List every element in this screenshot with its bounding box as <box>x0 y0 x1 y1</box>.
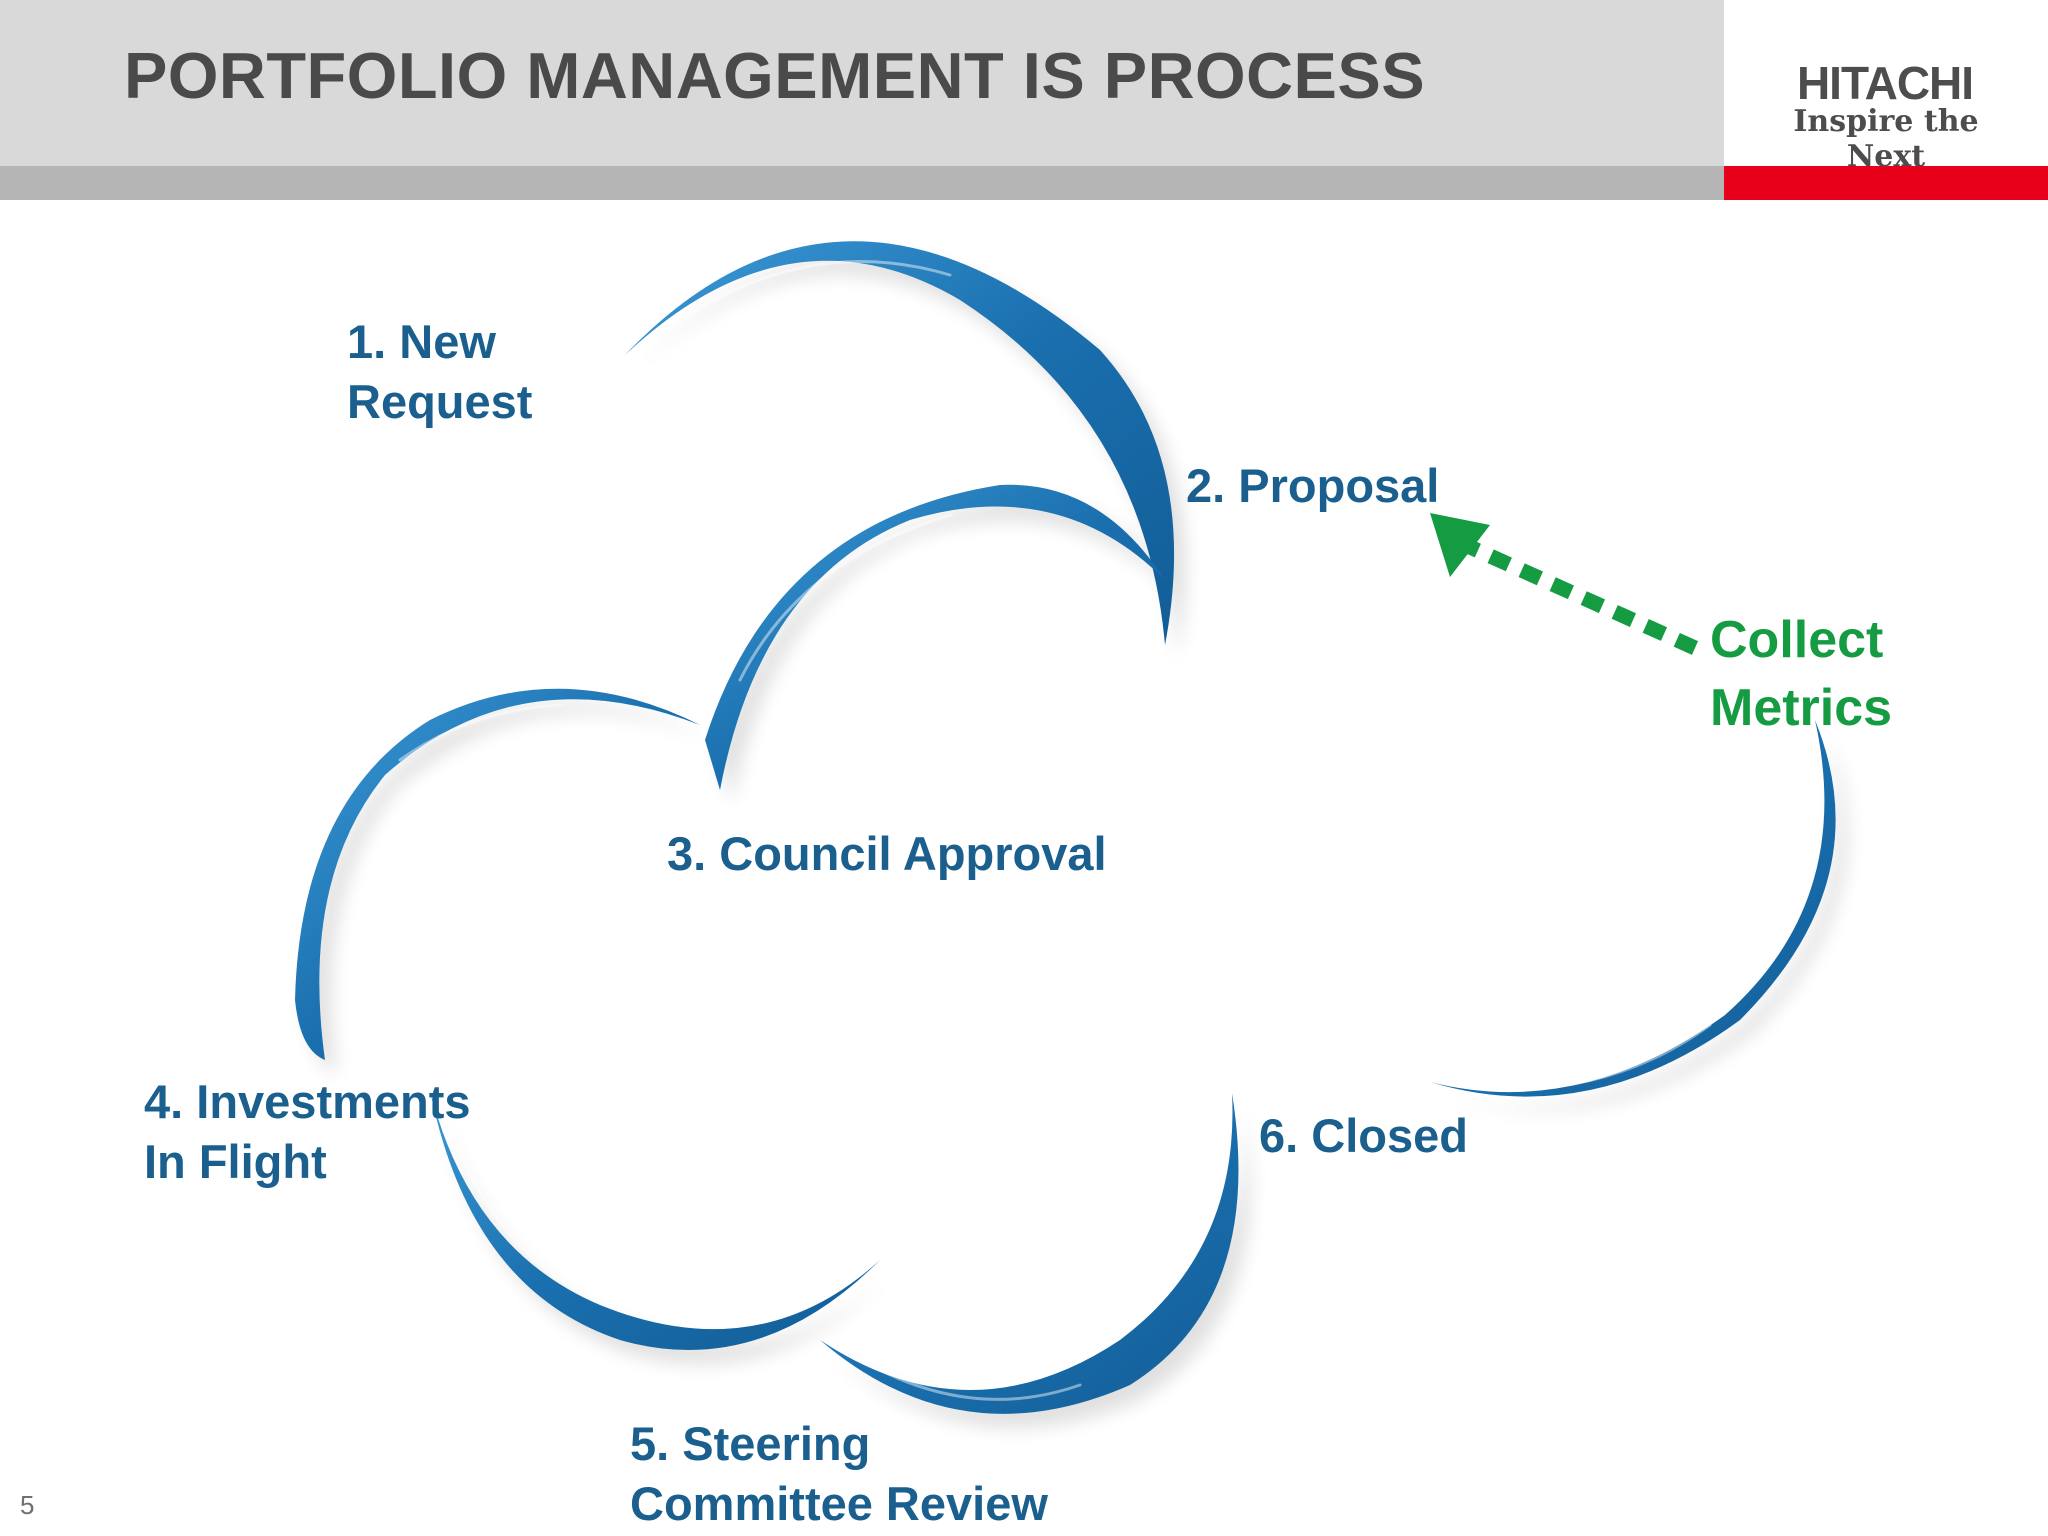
hitachi-logo: HITACHI <box>1796 57 1974 109</box>
logo-accent-bar <box>1724 166 2048 200</box>
arc-investments <box>430 1090 880 1350</box>
arc-proposal <box>705 484 1165 790</box>
step-proposal-label: 2. Proposal <box>1186 456 1439 516</box>
step-investments-label: 4. Investments In Flight <box>144 1072 471 1192</box>
arc-new-request <box>625 241 1175 645</box>
process-arcs <box>295 241 1836 1414</box>
dotted-arrow-icon <box>1430 513 1699 655</box>
arc-closed <box>1430 720 1836 1097</box>
feedback-label-line: Metrics <box>1710 679 1893 737</box>
step-label-line: 6. Closed <box>1259 1109 1468 1162</box>
page-title: PORTFOLIO MANAGEMENT IS PROCESS <box>124 39 1426 112</box>
step-label-line: Request <box>347 375 533 428</box>
logo-tagline: Inspire the Next <box>1793 104 1979 174</box>
arc-steering-review <box>820 1093 1239 1414</box>
step-closed-label: 6. Closed <box>1259 1106 1468 1166</box>
step-steering-review-label: 5. Steering Committee Review <box>630 1414 1048 1534</box>
step-label-line: 4. Investments <box>144 1075 471 1128</box>
step-label-line: 5. Steering <box>630 1417 871 1470</box>
slide-number: 5 <box>20 1490 35 1520</box>
step-label-line: Committee Review <box>630 1477 1048 1530</box>
step-label-line: 1. New <box>347 315 496 368</box>
step-new-request-label: 1. New Request <box>347 312 532 432</box>
step-label-line: In Flight <box>144 1135 327 1188</box>
logo-box <box>1724 0 2048 166</box>
header-band <box>0 0 1724 166</box>
step-label-line: 3. Council Approval <box>667 827 1107 880</box>
header-underline <box>0 166 1724 200</box>
feedback-label-line: Collect <box>1710 611 1884 669</box>
arc-highlights <box>398 260 1712 1401</box>
step-council-approval-label: 3. Council Approval <box>667 824 1107 884</box>
arc-council-approval <box>295 688 700 1060</box>
step-label-line: 2. Proposal <box>1186 459 1440 512</box>
collect-metrics-label: Collect Metrics <box>1710 606 1892 742</box>
